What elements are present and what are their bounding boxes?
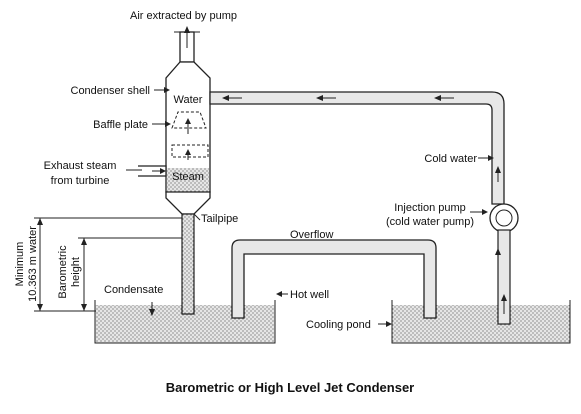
- cold-water-pipe: [209, 91, 505, 205]
- air-extraction-pipe: [174, 26, 200, 63]
- label-exhaust-steam-2: from turbine: [51, 175, 110, 187]
- figure-caption: Barometric or High Level Jet Condenser: [166, 380, 415, 395]
- leader-lines: [126, 87, 494, 327]
- cooling-pond-tank: [391, 300, 571, 344]
- exhaust-steam-inlet: [138, 165, 167, 177]
- label-water: Water: [174, 94, 203, 106]
- tailpipe: [181, 213, 195, 315]
- label-air-extracted: Air extracted by pump: [130, 10, 237, 22]
- label-minimum-1: Minimum: [14, 242, 26, 287]
- label-exhaust-steam-1: Exhaust steam: [44, 160, 117, 172]
- label-barometric-2: height: [70, 257, 82, 287]
- pump-suction-pipe: [497, 229, 511, 325]
- flow-arrows: [149, 95, 507, 316]
- label-barometric-1: Barometric: [57, 245, 69, 299]
- dimension-lines: [34, 217, 182, 312]
- label-injection-pump-1: Injection pump: [394, 202, 466, 214]
- label-condenser-shell: Condenser shell: [71, 85, 151, 97]
- label-baffle-plate: Baffle plate: [93, 119, 148, 131]
- label-condensate: Condensate: [104, 284, 163, 296]
- baffle-plates: [171, 111, 209, 160]
- label-cooling-pond: Cooling pond: [306, 319, 371, 331]
- label-tailpipe: Tailpipe: [201, 213, 238, 225]
- overflow-pipe: [231, 239, 437, 319]
- label-cold-water: Cold water: [424, 153, 477, 165]
- condenser-shell: [165, 61, 211, 215]
- label-overflow: Overflow: [290, 229, 333, 241]
- label-injection-pump-2: (cold water pump): [386, 216, 474, 228]
- label-steam: Steam: [172, 171, 204, 183]
- label-hot-well: Hot well: [290, 289, 329, 301]
- injection-pump: [489, 203, 519, 233]
- label-minimum-2: 10.363 m water: [27, 226, 39, 302]
